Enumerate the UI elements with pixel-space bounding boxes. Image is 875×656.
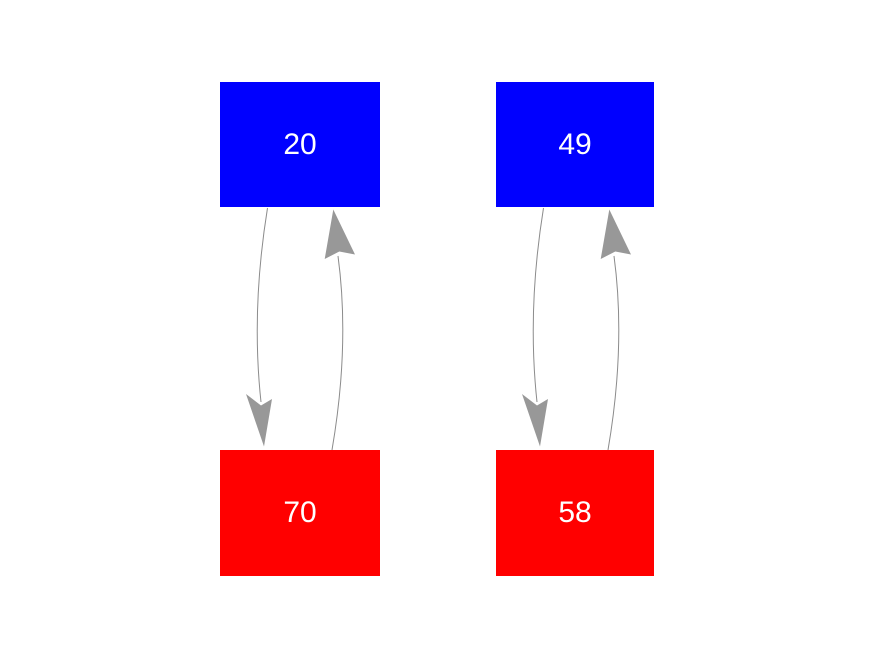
node-bottom-left: 70 xyxy=(220,450,380,576)
up-arrowhead-icon xyxy=(324,209,355,259)
down-arrowhead-icon xyxy=(246,394,272,447)
down-arrowhead-icon xyxy=(522,394,548,447)
up-edge-line xyxy=(331,255,344,451)
node-label: 20 xyxy=(283,127,317,161)
node-bottom-right: 58 xyxy=(496,450,654,576)
node-label: 58 xyxy=(558,496,592,529)
up-arrowhead-icon xyxy=(600,209,631,259)
node-label: 49 xyxy=(558,127,592,161)
edge-pair-right xyxy=(522,207,631,451)
down-edge-line xyxy=(532,207,544,403)
node-top-left: 20 xyxy=(220,82,380,207)
down-edge-line xyxy=(256,207,268,403)
edge-pair-left xyxy=(246,207,355,451)
node-label: 70 xyxy=(283,496,317,529)
node-top-right: 49 xyxy=(496,82,654,207)
up-edge-line xyxy=(607,255,620,451)
